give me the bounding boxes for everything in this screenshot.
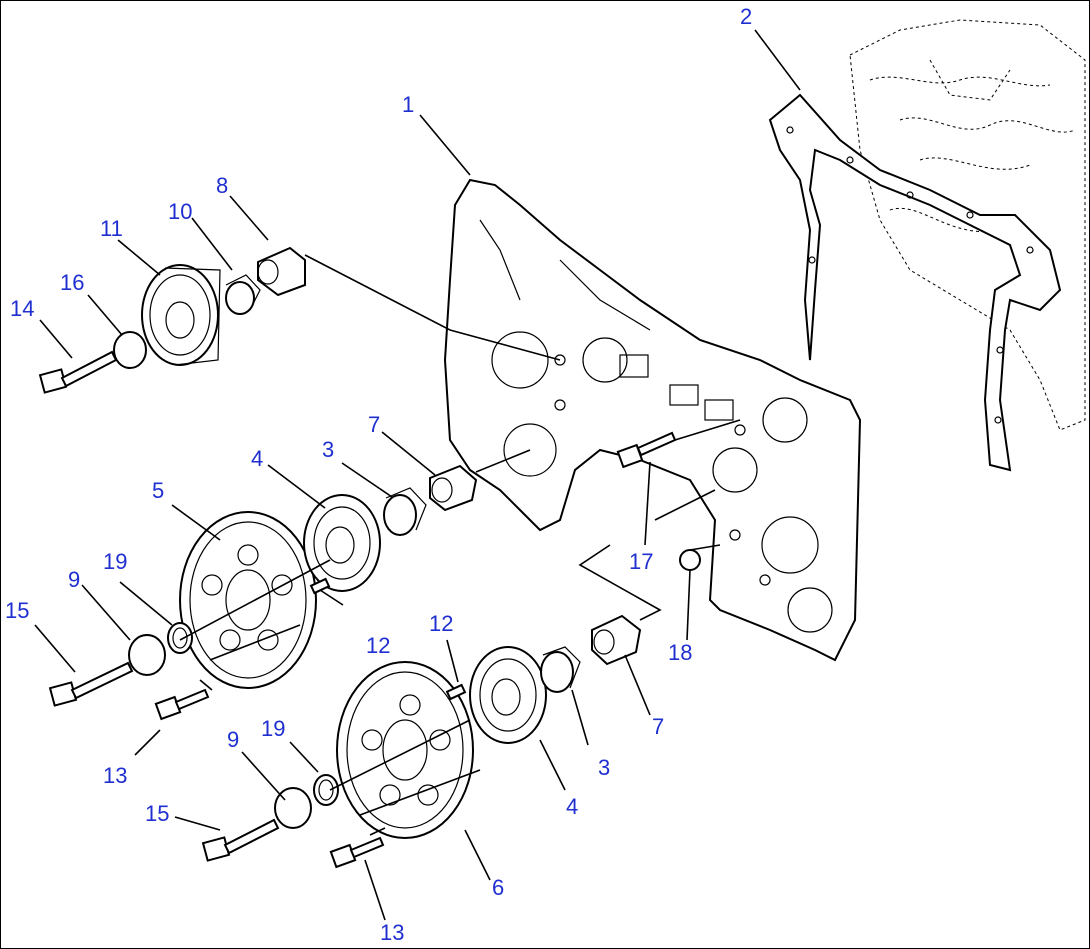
label-part-1: 1 <box>402 92 414 117</box>
label-part-4-lower: 4 <box>566 794 578 819</box>
gear-4-lower <box>469 646 547 744</box>
label-part-19-lower: 19 <box>261 716 285 741</box>
gasket <box>768 93 1062 472</box>
label-part-15-lower: 15 <box>145 801 169 826</box>
label-part-12-upper: 12 <box>366 633 390 658</box>
pin-12-upper <box>309 577 331 595</box>
label-part-5: 5 <box>152 478 164 503</box>
callout-labels: 1 2 3 3 4 4 5 6 7 7 8 9 9 10 11 12 12 13… <box>5 4 752 945</box>
leader-lines <box>34 29 801 921</box>
label-part-3-upper: 3 <box>322 437 334 462</box>
label-part-15-upper: 15 <box>5 598 29 623</box>
label-part-4-upper: 4 <box>251 446 263 471</box>
assembly-lines <box>179 254 741 836</box>
idler-gear-5 <box>179 511 317 689</box>
shaft-8 <box>257 246 306 297</box>
label-part-10: 10 <box>168 199 192 224</box>
bushing-10 <box>225 274 261 315</box>
plug-18 <box>679 549 701 571</box>
front-cover <box>443 178 862 662</box>
label-part-13-lower: 13 <box>380 920 404 945</box>
bushing-3-upper <box>383 487 427 536</box>
label-part-17: 17 <box>629 549 653 574</box>
bolt-15-lower <box>201 818 280 862</box>
label-part-16: 16 <box>60 270 84 295</box>
label-part-9-upper: 9 <box>68 567 80 592</box>
label-part-2: 2 <box>740 4 752 29</box>
engine-block <box>849 19 1086 431</box>
pin-12-lower <box>445 683 467 701</box>
shaft-7-upper <box>429 464 478 512</box>
label-part-6: 6 <box>492 875 504 900</box>
label-part-12-lower: 12 <box>429 611 453 636</box>
gear-4-upper <box>303 494 381 592</box>
bolt-13-lower <box>329 836 385 869</box>
washer-9-upper <box>128 634 166 676</box>
label-part-18: 18 <box>668 640 692 665</box>
label-part-13-upper: 13 <box>103 763 127 788</box>
bolt-14 <box>38 350 118 394</box>
label-part-8: 8 <box>216 173 228 198</box>
bolt-13-upper <box>154 688 210 721</box>
washer-16 <box>113 331 147 369</box>
bolt-15-upper <box>48 661 134 707</box>
label-part-7-upper: 7 <box>368 412 380 437</box>
shaft-7-lower <box>591 614 642 666</box>
label-part-7-lower: 7 <box>652 714 664 739</box>
seal-19-upper <box>167 622 193 654</box>
label-part-3-lower: 3 <box>598 755 610 780</box>
label-part-11: 11 <box>100 216 123 241</box>
bushing-3-lower <box>540 646 581 693</box>
label-part-9-lower: 9 <box>227 727 239 752</box>
idler-gear-upper <box>141 264 221 366</box>
label-part-19-upper: 19 <box>103 549 127 574</box>
seal-19-lower <box>313 774 339 806</box>
label-part-14: 14 <box>10 296 34 321</box>
